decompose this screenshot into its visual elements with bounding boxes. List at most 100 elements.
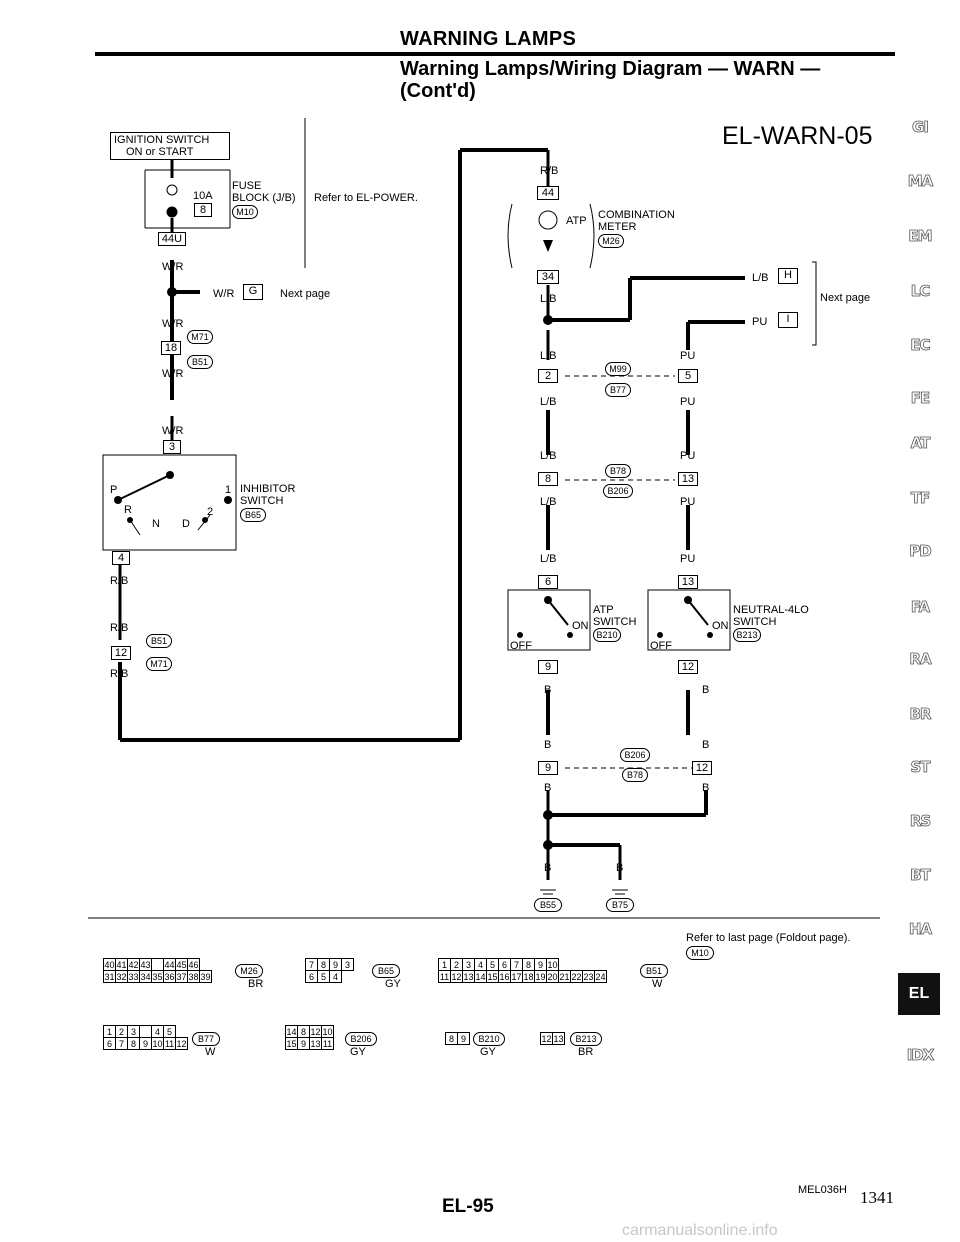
inhibitor-label-2: SWITCH bbox=[240, 495, 284, 507]
connector-pin-cell: 41 bbox=[115, 958, 128, 971]
tab-st[interactable]: ST bbox=[910, 758, 931, 777]
connector-pin-cell: 44 bbox=[163, 958, 176, 971]
pin-12: 12 bbox=[111, 646, 131, 660]
wire-wr-3: W/R bbox=[162, 368, 184, 380]
tab-ec[interactable]: EC bbox=[910, 336, 931, 355]
connector-b213-label: B213 bbox=[570, 1032, 602, 1046]
refer-last-page-label: Refer to last page (Foldout page). bbox=[686, 932, 851, 944]
connector-pin-cell: 34 bbox=[139, 970, 152, 983]
tab-em[interactable]: EM bbox=[908, 227, 933, 246]
tab-pd[interactable]: PD bbox=[909, 542, 932, 561]
connector-b77-color: W bbox=[205, 1046, 216, 1058]
tab-ra[interactable]: RA bbox=[909, 650, 932, 669]
connector-pin-cell: 9 bbox=[329, 958, 342, 971]
atp-switch-label-2: SWITCH bbox=[593, 616, 637, 628]
tab-bt[interactable]: BT bbox=[910, 866, 931, 885]
connector-pin-cell: 45 bbox=[175, 958, 188, 971]
neutral-switch-off: OFF bbox=[650, 640, 672, 652]
connector-b78-a: B78 bbox=[605, 464, 631, 478]
wire-wr-4: W/R bbox=[162, 425, 184, 437]
wire-pu-1: PU bbox=[680, 350, 696, 362]
connector-b213-color: BR bbox=[578, 1046, 594, 1058]
diagram-code: EL-WARN-05 bbox=[722, 122, 873, 150]
tab-ha[interactable]: HA bbox=[908, 920, 933, 939]
ignition-state-label: ON or START bbox=[126, 146, 194, 158]
pin-5: 5 bbox=[678, 369, 698, 383]
neutral-switch-label-1: NEUTRAL-4LO bbox=[733, 604, 809, 616]
page-subtitle: Warning Lamps/Wiring Diagram — WARN — (C… bbox=[400, 58, 820, 102]
tab-fe[interactable]: FE bbox=[910, 389, 930, 408]
connector-pin-cell: 15 bbox=[486, 970, 499, 983]
tab-ma[interactable]: MA bbox=[907, 172, 933, 191]
atp-switch-on: ON bbox=[572, 620, 589, 632]
connector-b206-color: GY bbox=[350, 1046, 366, 1058]
pin-4: 4 bbox=[112, 551, 130, 565]
fuse-amp-label: 10A bbox=[193, 190, 213, 202]
tab-idx[interactable]: IDX bbox=[906, 1046, 934, 1065]
refer-power-label: Refer to EL-POWER. bbox=[314, 192, 418, 204]
connector-pin-cell: 13 bbox=[552, 1032, 565, 1045]
tab-el-active[interactable]: EL bbox=[898, 973, 940, 1015]
connector-pin-cell: 11 bbox=[163, 1037, 176, 1050]
figure-code: MEL036H bbox=[798, 1184, 847, 1196]
tab-gi[interactable]: GI bbox=[912, 118, 930, 137]
next-page-g-flag: G bbox=[243, 284, 263, 300]
position-n: N bbox=[152, 518, 160, 530]
wire-pu-5: PU bbox=[680, 553, 696, 565]
ignition-switch-box bbox=[110, 132, 230, 160]
pin-13-a: 13 bbox=[678, 472, 698, 486]
neutral-switch-label-2: SWITCH bbox=[733, 616, 777, 628]
connector-pin-cell: 43 bbox=[139, 958, 152, 971]
tab-lc[interactable]: LC bbox=[910, 282, 930, 301]
connector-pin-cell: 6 bbox=[305, 970, 318, 983]
connector-m71-a: M71 bbox=[187, 330, 213, 344]
position-p: P bbox=[110, 484, 118, 496]
wire-b-1: B bbox=[544, 684, 552, 696]
tab-rs[interactable]: RS bbox=[909, 812, 931, 831]
connector-pin-cell: 24 bbox=[594, 970, 607, 983]
ground-b75: B75 bbox=[606, 898, 634, 912]
tab-tf[interactable]: TF bbox=[910, 489, 930, 508]
connector-pin-cell: 3 bbox=[127, 1025, 140, 1038]
position-r: R bbox=[124, 504, 132, 516]
atp-switch-off: OFF bbox=[510, 640, 532, 652]
tab-at[interactable]: AT bbox=[910, 434, 930, 453]
connector-pin-cell: 18 bbox=[522, 970, 535, 983]
wire-wr-2: W/R bbox=[162, 318, 184, 330]
pin-18: 18 bbox=[161, 341, 181, 355]
connector-pin-cell: 37 bbox=[175, 970, 188, 983]
wire-b-4: B bbox=[702, 739, 710, 751]
connector-pin-cell: 40 bbox=[103, 958, 116, 971]
ground-b55: B55 bbox=[534, 898, 562, 912]
wiring-lines bbox=[88, 118, 880, 919]
connector-pin-cell: 15 bbox=[285, 1037, 298, 1050]
atp-switch-label-1: ATP bbox=[593, 604, 614, 616]
pin-8-a: 8 bbox=[538, 472, 558, 486]
refer-last-page-connector: M10 bbox=[686, 946, 714, 960]
neutral-switch-on: ON bbox=[712, 620, 729, 632]
connector-pin-cell: 32 bbox=[115, 970, 128, 983]
connector-pin-cell: 5 bbox=[317, 970, 330, 983]
tab-br[interactable]: BR bbox=[909, 705, 932, 724]
atp-lamp-label: ATP bbox=[566, 215, 587, 227]
connector-pin-cell: 9 bbox=[457, 1032, 470, 1045]
page-reference: EL-95 bbox=[442, 1196, 494, 1217]
wire-b-6: B bbox=[702, 782, 710, 794]
tab-fa[interactable]: FA bbox=[910, 598, 931, 617]
position-2: 2 bbox=[207, 506, 214, 518]
connector-pin-cell: 31 bbox=[103, 970, 116, 983]
connector-pin-cell: 7 bbox=[115, 1037, 128, 1050]
connector-pin-cell: 11 bbox=[438, 970, 451, 983]
connector-pin-cell: 12 bbox=[309, 1025, 322, 1038]
inhibitor-label-1: INHIBITOR bbox=[240, 483, 296, 495]
connector-pin-cell bbox=[151, 958, 164, 971]
fuse-block-label-2: BLOCK (J/B) bbox=[232, 192, 296, 204]
connector-pin-cell: 20 bbox=[546, 970, 559, 983]
connector-pin-cell: 12 bbox=[450, 970, 463, 983]
connector-pin-cell: 21 bbox=[558, 970, 571, 983]
position-1: 1 bbox=[225, 484, 232, 496]
pin-3: 3 bbox=[163, 440, 181, 454]
connector-pin-cell: 10 bbox=[321, 1025, 334, 1038]
